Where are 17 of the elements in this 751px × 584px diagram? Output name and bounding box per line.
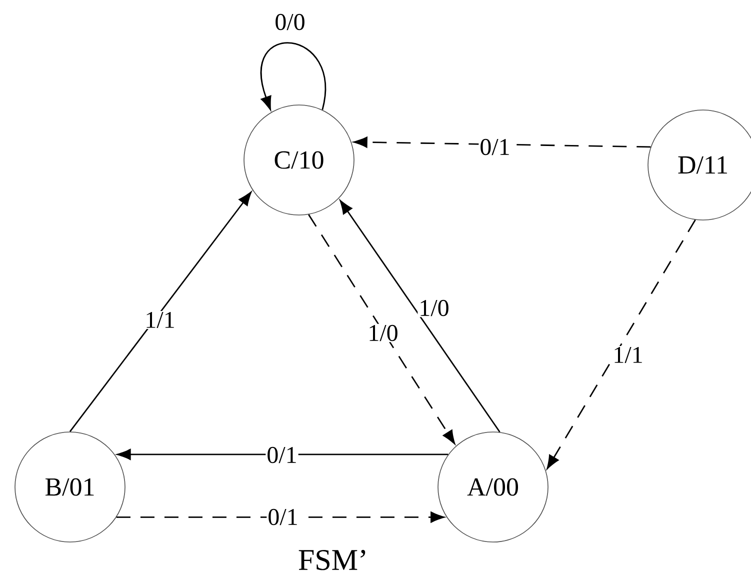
arrow xyxy=(546,220,696,470)
edge-label: 0/0 xyxy=(274,12,306,32)
arrow xyxy=(340,200,500,432)
edge-label: 1/0 xyxy=(366,324,400,342)
arrow xyxy=(354,136,651,148)
edge-label: 0/1 xyxy=(266,508,300,526)
arrow xyxy=(117,448,448,460)
edge-label: 1/0 xyxy=(418,298,450,318)
arrow xyxy=(260,42,326,110)
arrow xyxy=(308,214,456,444)
caption: FSM’ xyxy=(298,550,366,570)
edge-label: 1/1 xyxy=(144,310,176,330)
arrow xyxy=(69,192,252,432)
edge-label: 0/1 xyxy=(266,446,298,464)
edge-label: 0/1 xyxy=(478,138,512,156)
arrow xyxy=(116,512,444,523)
edge-label: 1/1 xyxy=(612,346,644,364)
